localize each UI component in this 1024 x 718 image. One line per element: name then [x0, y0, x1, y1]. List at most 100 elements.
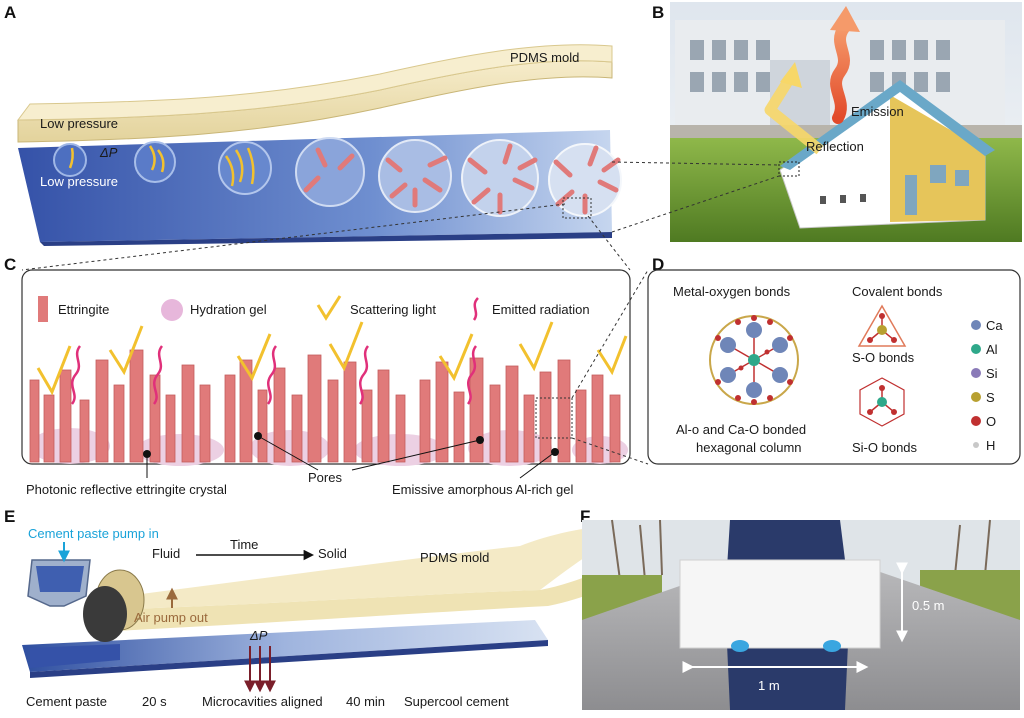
cement-slab-edge	[40, 232, 612, 246]
pdms-mold-sheet-e-top	[95, 525, 640, 610]
delta-p-label: ΔP	[99, 145, 118, 160]
emission-label: Emission	[851, 104, 904, 119]
roller-end	[83, 586, 127, 642]
pdms-mold-sheet-e	[95, 548, 660, 632]
leader-c-d-bottom	[571, 437, 649, 465]
element-s-dot	[971, 392, 981, 402]
legend-emitted-radiation: Emitted radiation	[492, 302, 590, 317]
element-al-dot	[971, 344, 981, 354]
leader-a-c-left	[21, 203, 566, 271]
legend: Ettringite Hydration gel Scattering ligh…	[38, 295, 590, 322]
covalent-heading: Covalent bonds	[852, 284, 943, 299]
callout-line-pore-2	[351, 439, 481, 471]
legend-ettringite-swatch	[38, 296, 48, 322]
air-out-label: Air pump out	[134, 610, 208, 625]
legend-hydration-gel: Hydration gel	[190, 302, 267, 317]
panel-b: B Emission Reflection	[652, 2, 1022, 242]
legend-scattering-light: Scattering light	[350, 302, 436, 317]
panel-c: C Ettringite Hydration gel Scattering li…	[4, 255, 631, 497]
element-ca-dot	[971, 320, 981, 330]
callout-gel-label: Emissive amorphous Al-rich gel	[392, 482, 573, 497]
pdms-mold-label-e: PDMS mold	[420, 550, 489, 565]
so-bonds-label: S-O bonds	[852, 350, 915, 365]
emit-squiggles	[70, 345, 478, 405]
callout-pores-label: Pores	[308, 470, 342, 485]
leader-c-d-top	[571, 269, 649, 399]
ettringite-crystals	[29, 349, 621, 463]
panel-letter-d: D	[652, 255, 664, 274]
pore	[295, 137, 365, 207]
solid-label: Solid	[318, 546, 347, 561]
step-microcavities: Microcavities aligned	[202, 694, 323, 709]
emission-arrow	[830, 22, 850, 124]
metal-oxygen-heading: Metal-oxygen bonds	[673, 284, 791, 299]
pore	[53, 143, 87, 177]
element-s: S	[986, 390, 995, 405]
reflection-arrow	[764, 75, 824, 155]
hex-column-atoms	[715, 315, 793, 405]
delta-p-label-e: ΔP	[249, 628, 268, 643]
panel-d: D Metal-oxygen bonds Covalent bonds Al-o…	[647, 255, 1021, 465]
scatter-arrows	[36, 321, 628, 396]
pump-in-label: Cement paste pump in	[28, 526, 159, 541]
step-supercool: Supercool cement	[404, 694, 509, 709]
element-si: Si	[986, 366, 998, 381]
pore-crystals	[303, 143, 621, 215]
zoom-box-c	[535, 397, 573, 439]
panel-letter-a: A	[4, 3, 16, 22]
reflection-label: Reflection	[806, 139, 864, 154]
leader-a-b-bottom	[611, 175, 780, 233]
legend-emit-swatch	[472, 297, 479, 321]
panel-f: F 1 m 0.5 m	[580, 507, 1020, 710]
panel-letter-e: E	[4, 507, 15, 526]
base-plate	[22, 620, 548, 672]
low-pressure-top-label: Low pressure	[40, 116, 118, 131]
leader-a-b-top	[611, 161, 780, 166]
panel-letter-f: F	[580, 507, 590, 526]
panel-letter-b: B	[652, 3, 664, 22]
right-glove	[823, 640, 841, 652]
element-si-dot	[971, 368, 981, 378]
sio-atoms	[867, 385, 897, 415]
low-pressure-bottom-label: Low pressure	[40, 174, 118, 189]
element-legend: Ca Al Si S O H	[971, 318, 1003, 453]
fluid-label: Fluid	[152, 546, 180, 561]
cement-paste-layer	[30, 644, 120, 668]
supercool-cement-panel	[679, 559, 881, 649]
flow-arrows	[68, 145, 255, 187]
zoom-box-a	[562, 197, 592, 219]
trees	[611, 519, 991, 581]
pore	[218, 141, 272, 195]
element-h: H	[986, 438, 995, 453]
element-h-dot	[973, 442, 979, 448]
callout-line-gel	[519, 451, 556, 479]
pdms-mold-top	[16, 44, 613, 121]
step-cement-paste: Cement paste	[26, 694, 107, 709]
panel-e: E Cement paste pump in Fluid Time Solid …	[4, 507, 660, 709]
left-glove	[731, 640, 749, 652]
callout-line-pore-1	[257, 435, 319, 471]
legend-gel-swatch	[161, 299, 183, 321]
step-20s: 20 s	[142, 694, 167, 709]
pressure-arrows	[244, 646, 276, 693]
element-al: Al	[986, 342, 998, 357]
so-atoms	[867, 313, 897, 343]
reflection-arrowhead	[780, 62, 802, 88]
hopper-paste	[36, 566, 84, 592]
pdms-mold-label: PDMS mold	[510, 50, 579, 65]
panel-a: A PDMS mold Low pressure	[4, 3, 622, 246]
width-label: 1 m	[758, 678, 780, 693]
height-label: 0.5 m	[912, 598, 945, 613]
hex-caption-1: Al-o and Ca-O bonded	[676, 422, 806, 437]
building-windows	[690, 40, 950, 92]
sio-bonds-label: Si-O bonds	[852, 440, 918, 455]
step-40min: 40 min	[346, 694, 385, 709]
zoom-box	[778, 161, 800, 177]
legend-ettringite: Ettringite	[58, 302, 109, 317]
time-label: Time	[230, 537, 258, 552]
callout-crystal-label: Photonic reflective ettringite crystal	[26, 482, 227, 497]
hex-caption-2: hexagonal column	[696, 440, 802, 455]
base-plate-edge	[30, 640, 548, 678]
element-o-dot	[971, 416, 981, 426]
